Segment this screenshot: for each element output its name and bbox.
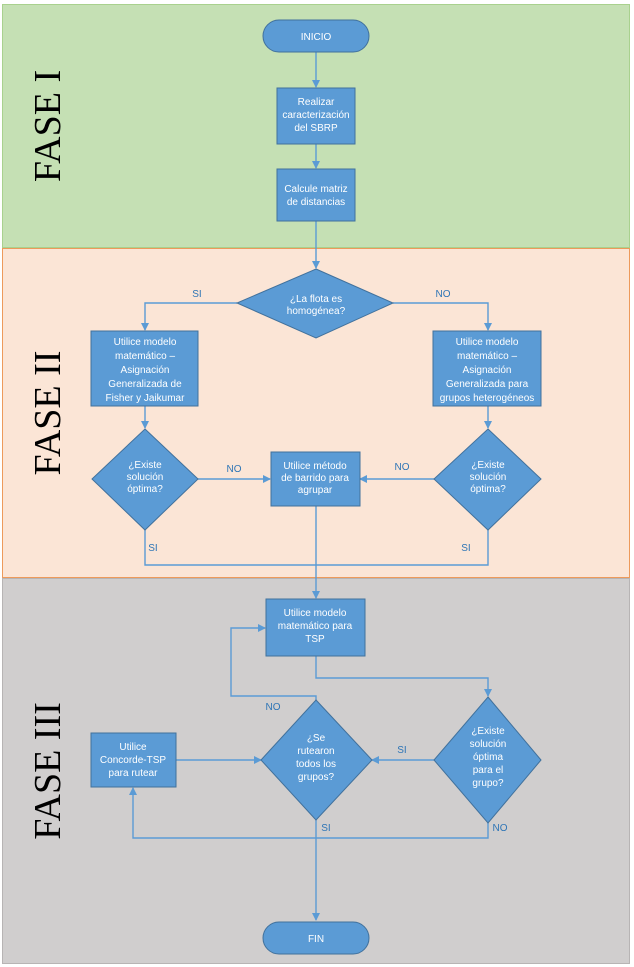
heterogeneos-text-line: Utilice modelo [456, 337, 519, 348]
edge-labels: SI NO NO NO SI SI NO SI SI NO [148, 289, 507, 834]
flota-decision [235, 268, 395, 339]
existe-grupo-text-line: solución [470, 739, 507, 750]
heterogeneos-text-line: matemático – [457, 351, 517, 362]
ruteados-text-line: ¿Se [307, 733, 326, 744]
barrido-text-line: de barrido para [281, 473, 349, 484]
existe-grupo-text-line: grupo? [472, 778, 504, 789]
barrido-text-line: Utilice método [283, 461, 347, 472]
existe-izq-text-line: óptima? [127, 484, 163, 495]
label-si-der: SI [461, 543, 470, 554]
tsp-text-line: matemático para [278, 621, 353, 632]
caracterizacion-text-line: Realizar [298, 97, 335, 108]
concorde-text-line: Concorde-TSP [100, 755, 166, 766]
heterogeneos-text-line: Generalizada para [446, 379, 529, 390]
label-si-flota: SI [192, 289, 201, 300]
existe-grupo-text-line: para el [473, 765, 504, 776]
flota-text-line: ¿La flota es [290, 294, 342, 305]
inicio-text-line: INICIO [301, 32, 332, 43]
flota-text-line: homogénea? [287, 306, 346, 317]
label-no-izq: NO [227, 464, 242, 475]
concorde-box [90, 732, 177, 788]
ruteados-text-line: grupos? [298, 772, 335, 783]
fisher-box [90, 330, 199, 407]
edge-flota-si [141, 302, 237, 331]
label-si-grupo: SI [397, 745, 406, 756]
heterogeneos-text-line: Asignación [463, 365, 512, 376]
tsp-text-line: Utilice modelo [284, 608, 347, 619]
tsp-box [265, 598, 366, 657]
edge-ruteados-no [230, 624, 317, 700]
fin-text: FIN [308, 934, 324, 945]
heterogeneos-text-line: grupos heterogéneos [440, 393, 535, 404]
existe-der-text-line: solución [470, 472, 507, 483]
matriz-text-line: Calcule matriz [284, 184, 347, 195]
fisher-text-line: Fisher y Jaikumar [106, 393, 186, 404]
edge-existe-grupo-no [129, 787, 489, 839]
concorde-text-line: para rutear [109, 768, 159, 779]
barrido-text-line: agrupar [298, 485, 333, 496]
edge-existe-izq-si [144, 530, 316, 566]
label-no-grupo: NO [493, 823, 508, 834]
connectors [129, 52, 492, 921]
edge-tsp-existe-grupo [315, 656, 492, 697]
existe-izq-text-line: ¿Existe [128, 460, 162, 471]
ruteados-decision [260, 699, 373, 821]
end-terminal [262, 921, 370, 955]
label-si-ruteados: SI [321, 823, 330, 834]
edge-existe-der-si [316, 530, 489, 566]
existe-grupo-text: ¿Existe solución óptima para el grupo? [470, 726, 507, 789]
caracterizacion-text: Realizar caracterización del SBRP [282, 97, 349, 134]
fisher-text-line: Asignación [121, 365, 170, 376]
edge-flota-no [393, 302, 492, 331]
matriz-text-line: de distancias [287, 197, 345, 208]
fisher-text-line: Utilice modelo [114, 337, 177, 348]
existe-izq-text-line: solución [127, 472, 164, 483]
ruteados-text-line: todos los [296, 759, 336, 770]
caracterizacion-text-line: del SBRP [294, 123, 338, 134]
ruteados-text-line: rutearon [297, 746, 334, 757]
heterogeneos-box [432, 330, 542, 407]
existe-grupo-text-line: ¿Existe [471, 726, 505, 737]
caracterizacion-box [276, 87, 356, 145]
existe-der-decision [433, 428, 542, 531]
label-no-ruteados: NO [266, 702, 281, 713]
existe-der-text-line: ¿Existe [471, 460, 505, 471]
label-no-der: NO [395, 462, 410, 473]
matriz-text: Calcule matriz de distancias [284, 184, 347, 208]
existe-izq-decision [91, 428, 199, 531]
label-si-izq: SI [148, 543, 157, 554]
existe-grupo-text-line: óptima [473, 752, 503, 763]
existe-der-text-line: óptima? [470, 484, 506, 495]
fin-text-line: FIN [308, 934, 324, 945]
tsp-text-line: TSP [305, 634, 325, 645]
caracterizacion-text-line: caracterización [282, 110, 349, 121]
start-terminal [262, 19, 370, 53]
fisher-text-line: matemático – [115, 351, 175, 362]
concorde-text-line: Utilice [119, 742, 147, 753]
inicio-text: INICIO [301, 32, 332, 43]
matriz-box [276, 168, 356, 222]
ruteados-text: ¿Se rutearon todos los grupos? [296, 733, 336, 783]
fisher-text-line: Generalizada de [108, 379, 182, 390]
existe-grupo-decision [433, 696, 542, 824]
barrido-box [270, 451, 361, 507]
label-no-flota: NO [436, 289, 451, 300]
